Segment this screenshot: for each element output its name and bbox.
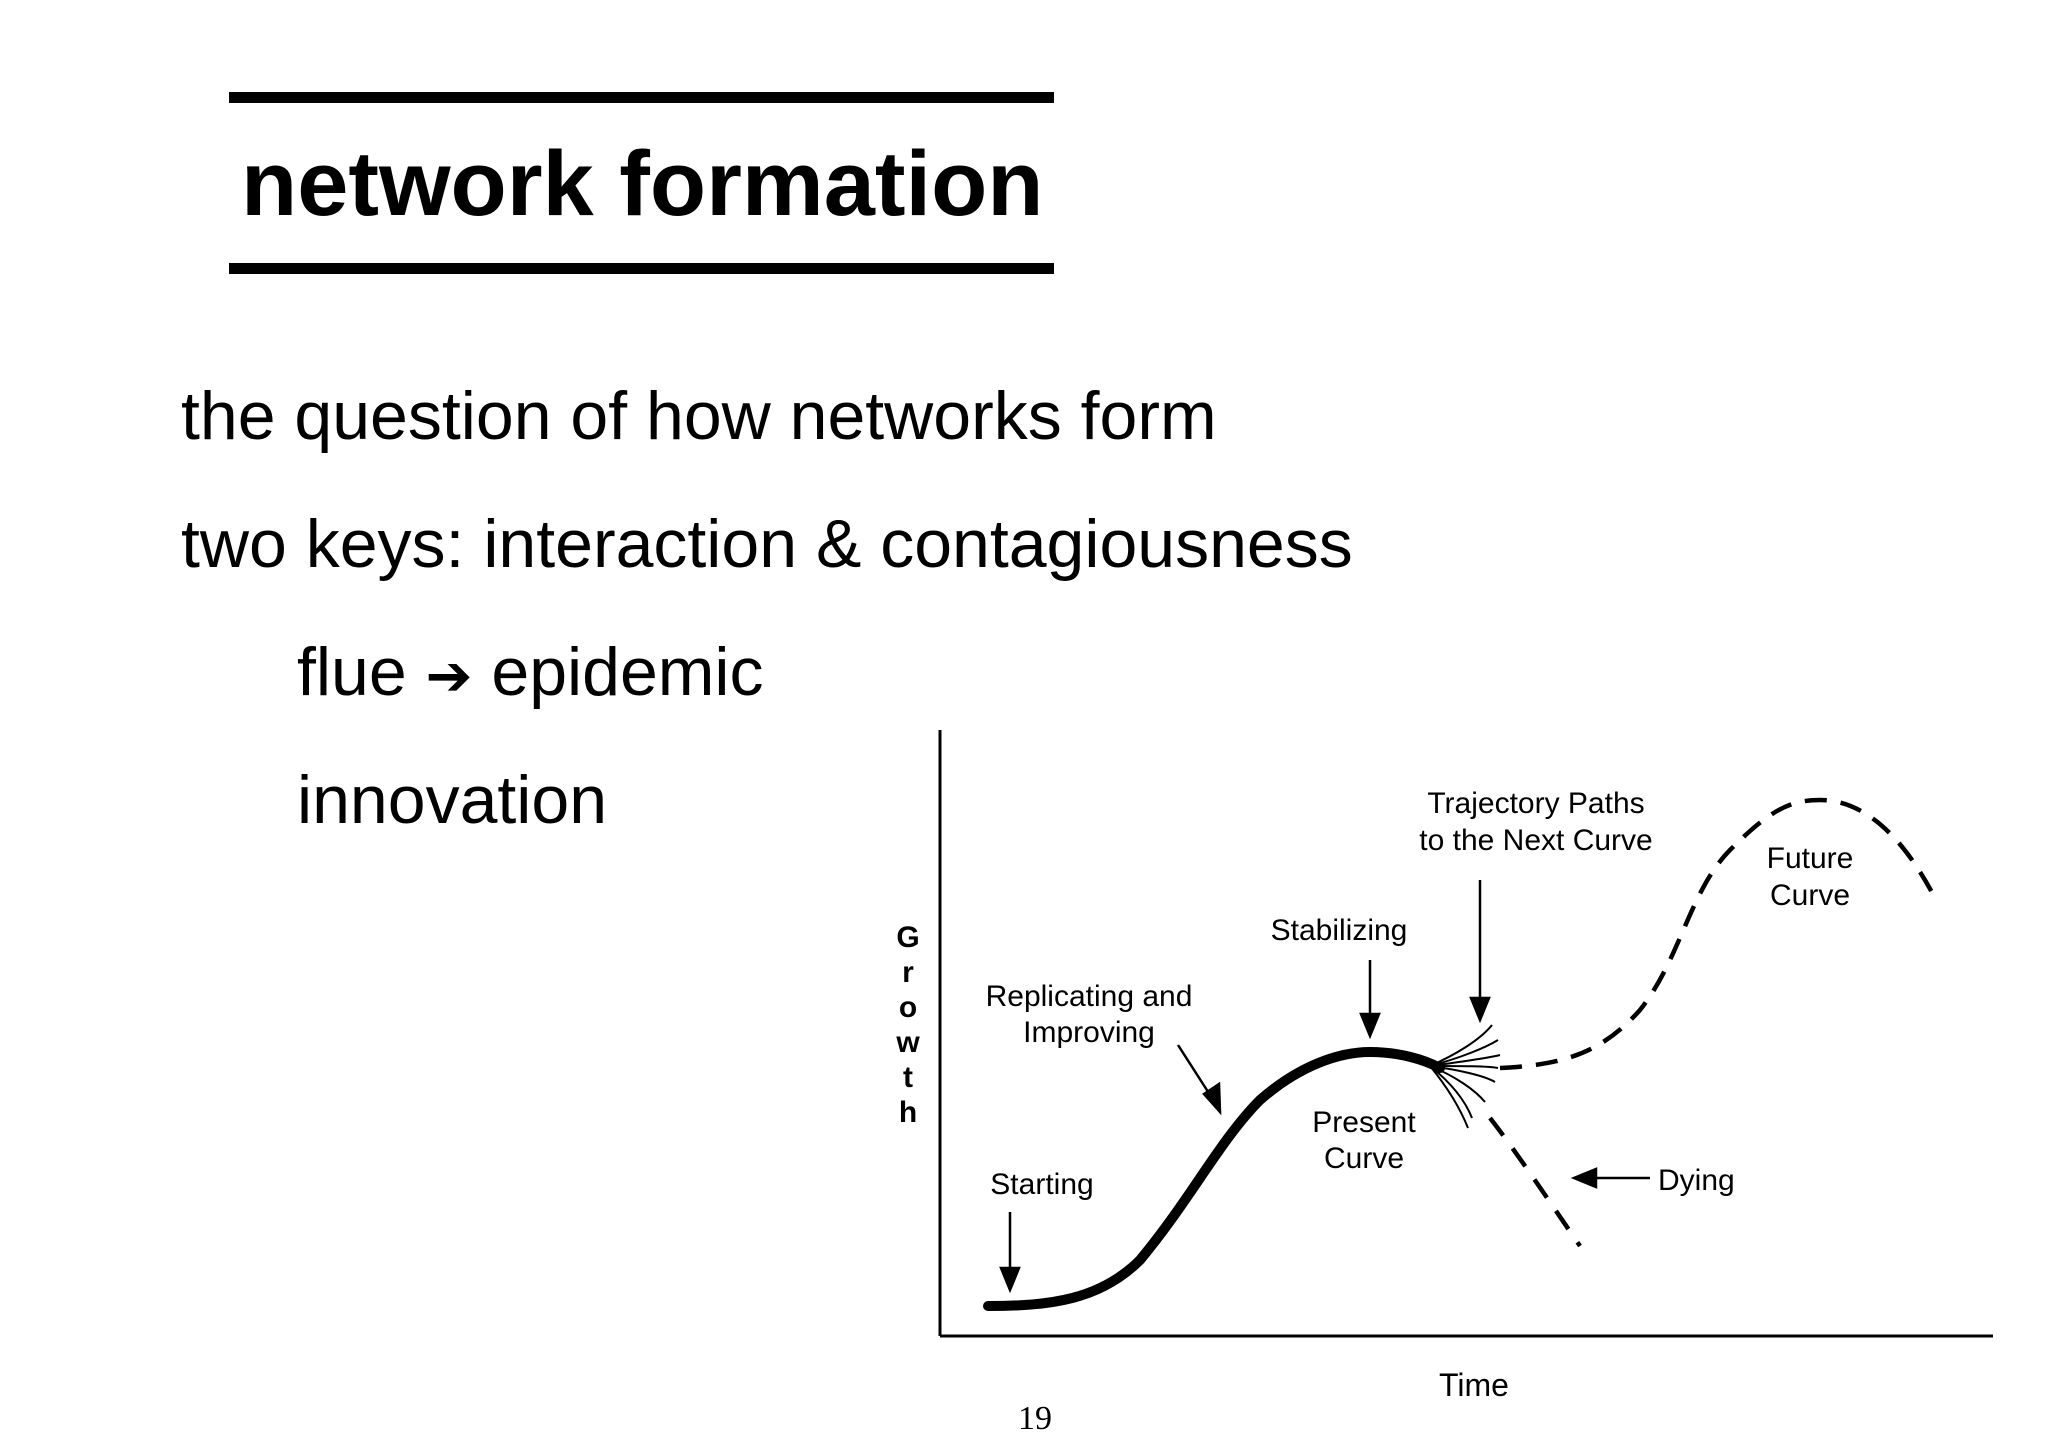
epidemic-text: epidemic [491, 634, 764, 710]
annotation-arrows [999, 880, 1650, 1294]
y-axis-letter: r [902, 956, 914, 989]
label-replicating-2: Improving [1023, 1016, 1155, 1049]
y-axis-letter: w [895, 1026, 920, 1059]
label-future-1: Future [1767, 842, 1854, 875]
y-axis-letter: o [899, 991, 917, 1024]
right-arrow-icon: ➔ [425, 644, 473, 709]
present-curve [983, 1046, 1445, 1311]
title-rule-bottom [229, 263, 1054, 274]
title-rule-top [229, 92, 1054, 103]
label-present-1: Present [1312, 1106, 1416, 1139]
slide-title: network formation [241, 133, 1044, 235]
label-dying: Dying [1658, 1164, 1735, 1197]
x-axis-label: Time [1439, 1367, 1509, 1403]
label-present-2: Curve [1324, 1142, 1404, 1175]
label-trajectory-1: Trajectory Paths [1427, 787, 1644, 820]
y-axis-letter: t [903, 1061, 913, 1094]
bullet-flue-epidemic: flue ➔ epidemic [297, 638, 764, 706]
dying-curve [1488, 1116, 1582, 1248]
label-replicating-1: Replicating and [986, 980, 1193, 1013]
y-axis-letter: h [899, 1096, 917, 1129]
trajectory-fan [1429, 1024, 1501, 1129]
bullet-networks-form: the question of how networks form [181, 378, 1217, 454]
bullet-two-keys: two keys: interaction & contagiousness [181, 506, 1353, 582]
page-number: 19 [1018, 1400, 1052, 1437]
label-future-2: Curve [1770, 879, 1850, 912]
flue-text: flue [297, 634, 407, 710]
y-axis-letter: G [896, 921, 919, 954]
label-trajectory-2: to the Next Curve [1419, 824, 1652, 857]
label-starting: Starting [990, 1168, 1093, 1201]
future-curve [1499, 797, 1939, 1071]
bullet-innovation: innovation [297, 762, 608, 838]
label-stabilizing: Stabilizing [1271, 914, 1408, 947]
